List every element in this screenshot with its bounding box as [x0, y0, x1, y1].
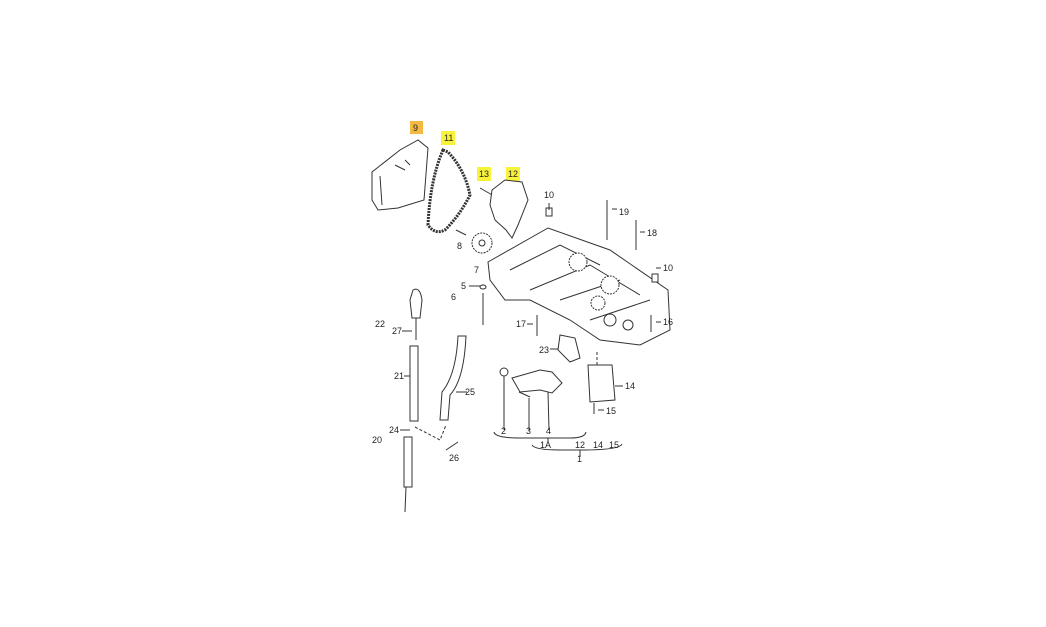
label-6: 6 [451, 292, 456, 302]
label-26: 26 [449, 453, 459, 463]
label-12: 12 [508, 169, 518, 179]
tube-25 [439, 335, 467, 421]
group-label-1: 1 [577, 454, 582, 464]
chain-cover [371, 139, 429, 211]
label-22: 22 [375, 319, 385, 329]
dipstick-lower-tube [403, 436, 413, 488]
label-20: 20 [372, 435, 382, 445]
highlight-13 [477, 167, 491, 181]
label-21: 21 [394, 371, 404, 381]
label-4: 4 [546, 426, 551, 436]
dipstick-tube [409, 345, 419, 422]
group-label-14: 14 [593, 440, 603, 450]
label-10a: 10 [544, 190, 554, 200]
highlight-12 [506, 167, 520, 181]
label-16: 16 [663, 317, 673, 327]
label-7: 7 [474, 265, 479, 275]
label-24: 24 [389, 425, 399, 435]
label-5: 5 [461, 281, 466, 291]
label-10b: 10 [663, 263, 673, 273]
group-label-15: 15 [609, 440, 619, 450]
group-label-12: 12 [575, 440, 585, 450]
label-13: 13 [479, 169, 489, 179]
label-25: 25 [465, 387, 475, 397]
label-15: 15 [606, 406, 616, 416]
chain-tensioner [489, 179, 529, 239]
label-18: 18 [647, 228, 657, 238]
label-23: 23 [539, 345, 549, 355]
oil-pump-14 [587, 364, 616, 403]
label-19: 19 [619, 207, 629, 217]
balance-shaft-module [487, 227, 671, 346]
label-14: 14 [625, 381, 635, 391]
group-label-1A: 1A [540, 440, 551, 450]
highlight-11 [441, 131, 455, 145]
dipstick-handle [409, 288, 423, 319]
label-3: 3 [526, 426, 531, 436]
label-2: 2 [501, 426, 506, 436]
label-27: 27 [392, 326, 402, 336]
bracket-23 [557, 334, 581, 363]
label-17: 17 [516, 319, 526, 329]
highlight-9 [410, 121, 423, 134]
label-8: 8 [457, 241, 462, 251]
label-9: 9 [413, 123, 418, 133]
label-11: 11 [444, 133, 453, 143]
oil-pickup [511, 369, 563, 394]
timing-chain [426, 148, 472, 234]
